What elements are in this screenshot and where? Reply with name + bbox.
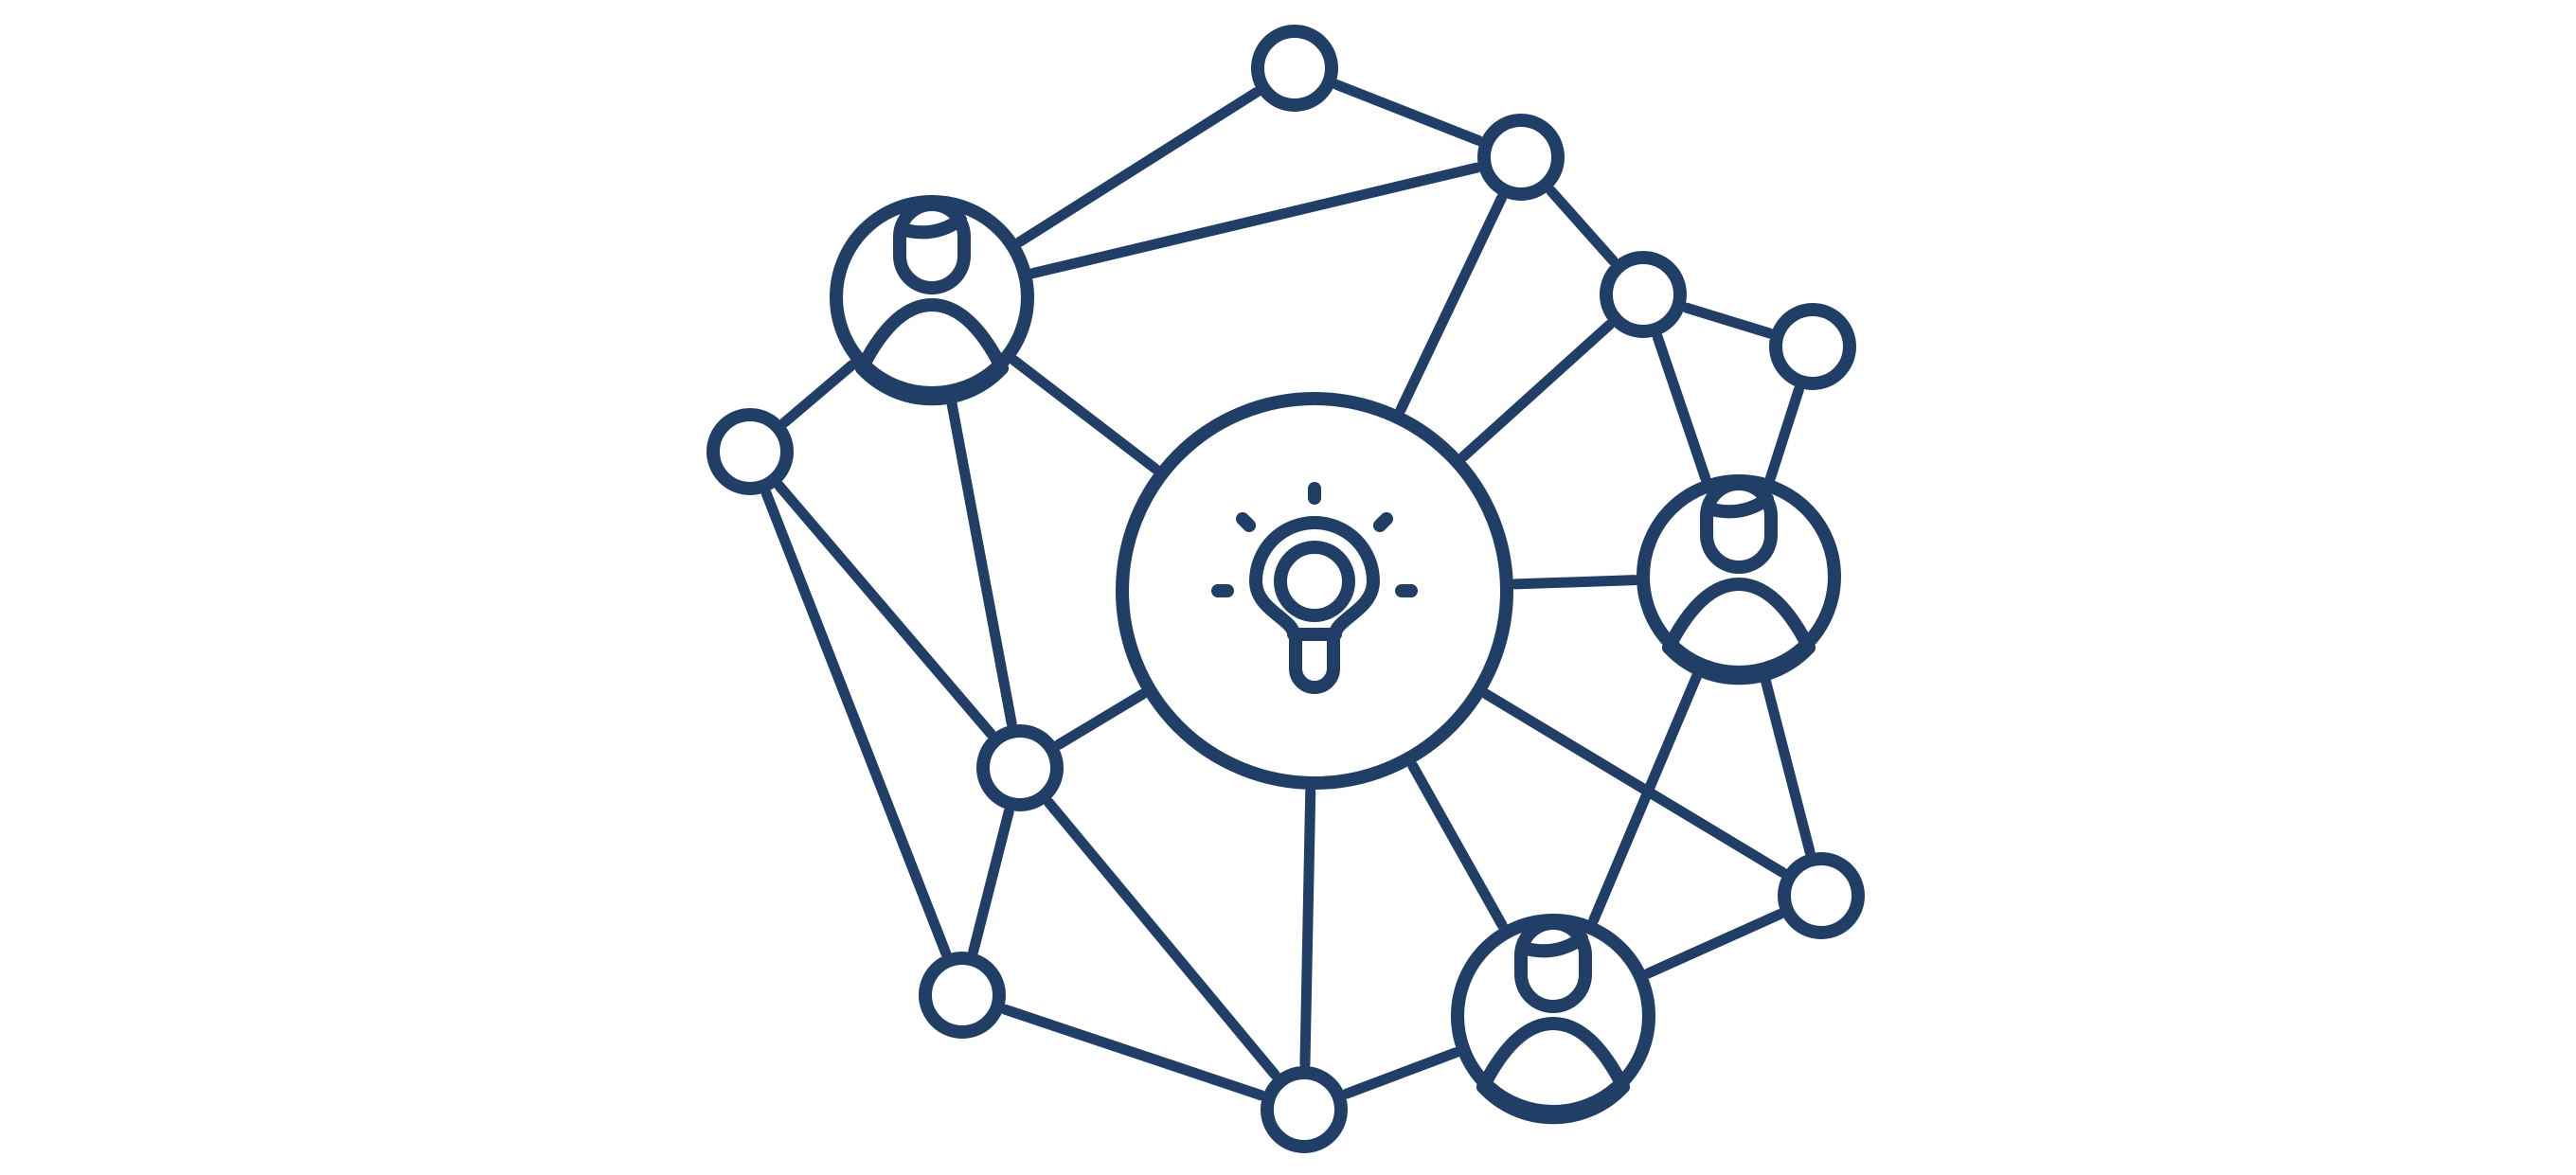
person-hair [1702,492,1774,519]
node-left [707,408,794,495]
person-hair [1516,932,1588,958]
connection-top-top-right [1332,80,1484,146]
person-body-arc [1476,1080,1630,1125]
person-icon [830,195,1034,406]
bulb-ray [1373,512,1393,532]
person-head [893,198,971,294]
person-hair [895,213,967,240]
node-bottom-left [919,952,1006,1039]
node-right-lower [1778,852,1865,939]
bulb-base [1289,628,1340,694]
connection-left-bottom-left [760,489,952,958]
node-top [1251,25,1338,112]
connection-bottom-left-bottom-center [1000,1004,1266,1101]
connection-top-person-top-left [1014,87,1261,247]
node-bottom-center [1261,1066,1348,1153]
node-top-right [1477,114,1565,201]
person-head [1514,917,1592,1013]
connection-hub-bottom-center [1299,786,1316,1070]
person-shoulders [855,298,1009,375]
connection-mid-left-hub [1053,688,1148,750]
bulb-inner [1274,541,1355,622]
connection-bottom-center-person-bottom [1341,1047,1461,1099]
person-icon [1451,914,1655,1125]
connection-person-right-right-lower [1759,672,1816,858]
connection-hub-person-bottom [1407,760,1508,931]
connection-hub-person-right [1510,575,1640,590]
connection-hub-right-lower [1481,688,1788,878]
bulb-ray [1236,512,1256,532]
connection-far-right-person-right [1765,384,1804,483]
lightbulb-icon [1211,482,1418,694]
connection-mid-left-bottom-left [968,807,1014,956]
connection-top-right-hub [1395,192,1507,416]
person-body-arc [1662,641,1816,685]
person-head [1700,477,1778,574]
node-right-upper [1600,251,1687,338]
connection-left-mid-left [774,481,996,739]
bulb-glass [1249,516,1380,641]
hub-circle [1116,392,1513,790]
connection-top-right-person-top-left [1028,162,1482,279]
node-far-right [1769,303,1856,390]
connection-person-right-person-bottom [1588,667,1704,926]
person-body-arc [855,362,1009,406]
connection-mid-left-bottom-center [1044,797,1280,1080]
person-shoulders [1662,578,1816,654]
person-icon [1637,474,1841,685]
connection-person-top-left-mid-left [945,394,1017,729]
connection-top-right-right-upper [1546,186,1619,266]
nodes-layer [707,25,1865,1153]
hub-node [1116,392,1513,790]
node-mid-left [976,724,1064,811]
connection-right-upper-far-right [1681,302,1775,339]
connection-person-top-left-hub [1009,355,1161,474]
connection-person-top-left-left [779,359,858,428]
connection-right-upper-person-right [1652,331,1711,484]
edges-layer [760,80,1816,1101]
connection-right-upper-hub [1458,319,1615,462]
connection-right-lower-person-bottom [1642,909,1785,979]
person-shoulders [1476,1017,1630,1094]
